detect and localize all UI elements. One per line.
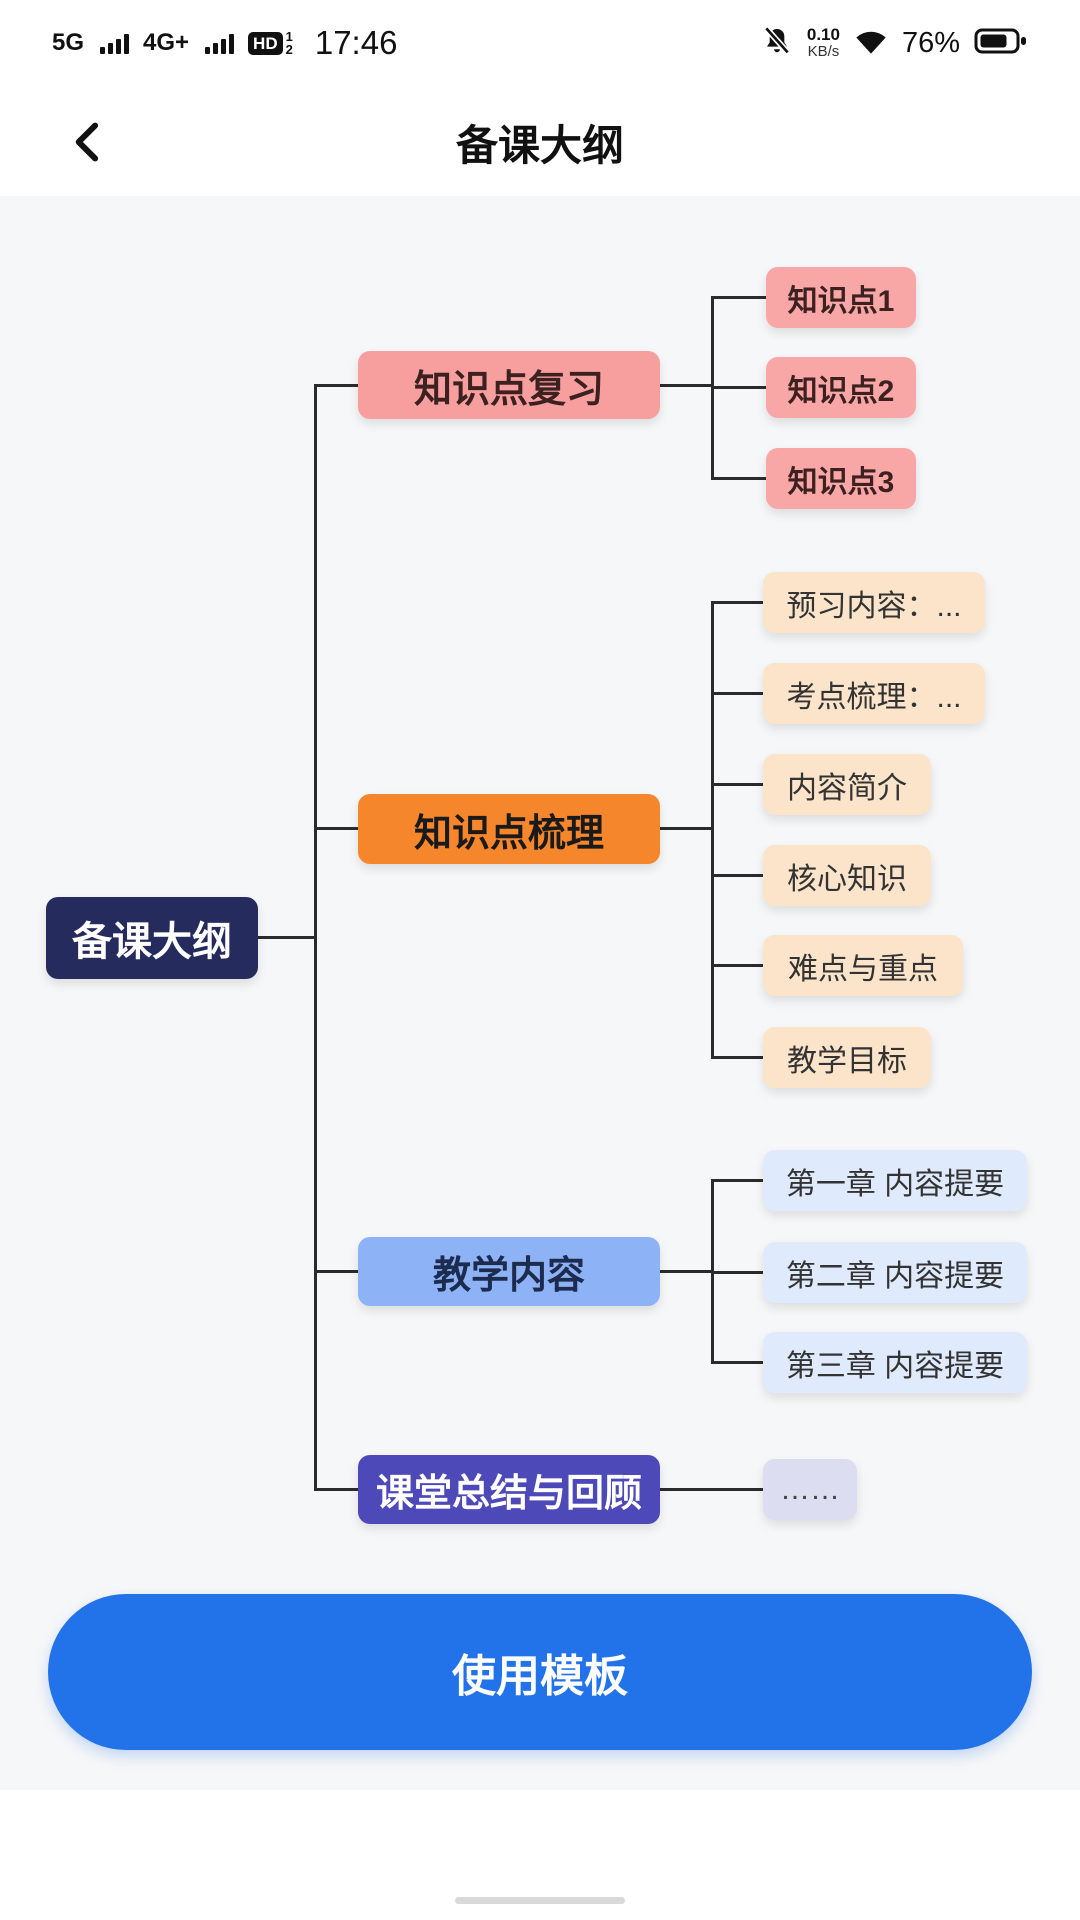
connector-line: [711, 1056, 763, 1059]
mute-bell-icon: [761, 25, 793, 62]
status-bar: 5G 4G+ HD 1 2 17:46: [0, 14, 1080, 72]
network-speed: 0.10 KB/s: [806, 25, 840, 61]
child-node: 知识点1: [766, 267, 916, 328]
connector-line: [258, 936, 315, 939]
connector-line: [711, 874, 763, 877]
connector-line: [314, 384, 317, 1491]
connector-line: [711, 783, 763, 786]
connector-line: [314, 1488, 358, 1491]
root-node: 备课大纲: [46, 897, 258, 979]
status-time: 17:46: [314, 24, 398, 61]
hd-volte-icon: HD 1 2: [248, 30, 293, 56]
connector-line: [711, 1271, 763, 1274]
child-node: 知识点2: [766, 357, 916, 418]
page-title: 备课大纲: [455, 121, 624, 169]
use-template-button[interactable]: 使用模板: [48, 1594, 1032, 1750]
connector-line: [660, 1488, 763, 1491]
back-button[interactable]: [58, 114, 114, 170]
connector-line: [314, 384, 358, 387]
branch-node: 课堂总结与回顾: [358, 1455, 660, 1524]
child-node: 第二章 内容提要: [763, 1242, 1027, 1303]
child-node: 知识点3: [766, 448, 916, 509]
connector-line: [314, 1270, 358, 1273]
signal-bars-icon: [100, 32, 130, 54]
connector-line: [711, 692, 763, 695]
child-node: 核心知识: [763, 845, 931, 906]
branch-node: 知识点复习: [358, 351, 660, 419]
battery-percent-label: 76%: [901, 26, 960, 59]
connector-line: [711, 386, 766, 389]
sim1-label: 1: [285, 29, 293, 44]
child-node: 预习内容：...: [763, 572, 985, 633]
home-indicator[interactable]: [455, 1897, 625, 1904]
battery-icon: [974, 27, 1028, 60]
connector-line: [711, 296, 766, 299]
header: 备课大纲: [0, 92, 1080, 192]
connector-line: [660, 384, 713, 387]
connector-line: [711, 1361, 763, 1364]
wifi-icon: [854, 27, 888, 60]
branch-node: 教学内容: [358, 1237, 660, 1306]
connector-line: [711, 601, 763, 604]
branch-node: 知识点梳理: [358, 794, 660, 864]
child-node: 考点梳理：...: [763, 663, 985, 724]
child-node: 教学目标: [763, 1027, 931, 1088]
sim2-label: 2: [285, 42, 293, 57]
connector-line: [660, 1270, 713, 1273]
network-type-label: 5G: [52, 29, 85, 56]
signal-bars-icon-2: [205, 32, 235, 54]
status-left-cluster: 5G 4G+ HD 1 2 17:46: [52, 24, 397, 62]
child-node: 内容简介: [763, 754, 931, 815]
connector-line: [314, 827, 358, 830]
connector-line: [711, 964, 763, 967]
connector-line: [711, 477, 766, 480]
child-node: ……: [763, 1459, 857, 1520]
child-node: 第三章 内容提要: [763, 1332, 1027, 1393]
network-type-label-2: 4G+: [143, 29, 190, 56]
connector-line: [711, 1179, 763, 1182]
mindmap-canvas: 备课大纲 知识点复习 知识点1 知识点2 知识点3 知识点梳理 预习内容：...…: [0, 196, 1080, 1790]
status-right-cluster: 0.10 KB/s 76%: [761, 25, 1028, 62]
child-node: 难点与重点: [763, 935, 963, 996]
connector-line: [660, 827, 713, 830]
child-node: 第一章 内容提要: [763, 1150, 1027, 1211]
connector-line: [711, 601, 714, 1058]
